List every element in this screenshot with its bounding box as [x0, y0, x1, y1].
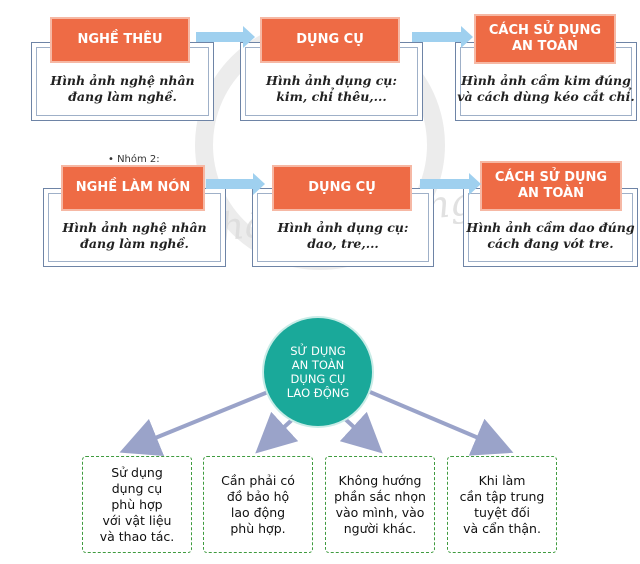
branch-line: đồ bảo hộ — [226, 488, 290, 504]
branch-line: vào mình, vào — [335, 504, 425, 520]
card-text-line: đang làm nghề. — [68, 89, 177, 104]
branch-box: Cần phải có đồ bảo hộ lao động phù hợp. — [203, 456, 313, 553]
card-text-line: Hình ảnh nghệ nhân — [62, 220, 207, 235]
branch-line: Sử dụng — [111, 464, 163, 480]
ribbon-title-line: AN TOÀN — [518, 186, 584, 201]
card-row1-3: Hình ảnh cầm kim đúng và cách dùng kéo c… — [455, 42, 637, 121]
flow-arrow — [420, 173, 481, 195]
card-text-line: Hình ảnh nghệ nhân — [50, 73, 195, 88]
ribbon-row1-2: DỤNG CỤ — [262, 19, 398, 61]
branch-line: người khác. — [343, 520, 417, 536]
card-text-line: dao, tre,... — [307, 236, 379, 251]
branch-arrow — [339, 411, 383, 454]
card-text-line: và cách dùng kéo cắt chỉ. — [457, 89, 635, 104]
branch-line: tuyệt đối — [474, 504, 530, 520]
branch-line: Khi làm — [478, 472, 526, 488]
ribbon-title-line: CÁCH SỬ DỤNG — [494, 170, 608, 185]
card-text-line: Hình ảnh cầm dao đúng — [466, 220, 635, 235]
ribbon-title-line: CÁCH SỬ DỤNG — [488, 23, 602, 38]
branch-line: với vật liệu — [102, 512, 172, 528]
card-text-line: Hình ảnh dụng cụ: — [265, 73, 398, 88]
branch-line: và cẩn thận. — [463, 520, 541, 536]
flow-arrow — [412, 26, 473, 48]
flow-arrow — [206, 173, 265, 195]
center-line: DỤNG CỤ — [290, 372, 346, 386]
branch-line: lao động — [230, 504, 286, 520]
ribbon-row2-2: DỤNG CỤ — [274, 167, 410, 209]
branch-line: Cần phải có — [221, 472, 295, 488]
branch-arrow — [255, 411, 299, 454]
branch-line: Không hướng — [338, 472, 422, 488]
center-line: AN TOÀN — [291, 358, 345, 372]
ribbon-row2-1: NGHỀ LÀM NÓN — [63, 167, 203, 209]
center-line: LAO ĐỘNG — [286, 386, 350, 400]
center-line: SỬ DỤNG — [290, 344, 346, 358]
card-text-line: đang làm nghề. — [80, 236, 189, 251]
branch-arrow — [369, 390, 514, 456]
ribbon-row1-1: NGHỀ THÊU — [52, 19, 188, 61]
branch-arrow — [119, 390, 269, 456]
ribbon-title: NGHỀ LÀM NÓN — [75, 180, 191, 195]
ribbon-row2-3: CÁCH SỬ DỤNG AN TOÀN — [482, 163, 620, 209]
branch-line: phù hợp. — [230, 520, 286, 536]
ribbon-title-line: AN TOÀN — [512, 39, 578, 54]
ribbon-title: DỤNG CỤ — [308, 180, 376, 195]
center-topic: SỬ DỤNG AN TOÀN DỤNG CỤ LAO ĐỘNG — [264, 318, 372, 426]
card-text-line: cách đang vót tre. — [487, 236, 614, 251]
branch-box: Không hướng phần sắc nhọn vào mình, vào … — [325, 456, 435, 553]
branch-line: dụng cụ — [111, 480, 163, 496]
branch-line: cần tập trung — [459, 488, 545, 504]
card-text-line: kim, chỉ thêu,... — [276, 89, 387, 104]
flow-arrow — [196, 26, 255, 48]
branch-line: phần sắc nhọn — [334, 488, 426, 504]
branch-box: Khi làm cần tập trung tuyệt đối và cẩn t… — [447, 456, 557, 553]
group-label: • Nhóm 2: — [108, 154, 160, 165]
ribbon-title: DỤNG CỤ — [296, 32, 364, 47]
card-text-line: Hình ảnh dụng cụ: — [277, 220, 409, 235]
branch-line: phù hợp — [111, 496, 163, 512]
branch-line: và thao tác. — [99, 528, 175, 544]
card-text-line: Hình ảnh cầm kim đúng — [461, 73, 631, 88]
ribbon-title: NGHỀ THÊU — [77, 32, 163, 47]
branch-box: Sử dụng dụng cụ phù hợp với vật liệu và … — [82, 456, 192, 553]
ribbon-row1-3: CÁCH SỬ DỤNG AN TOÀN — [476, 16, 614, 62]
